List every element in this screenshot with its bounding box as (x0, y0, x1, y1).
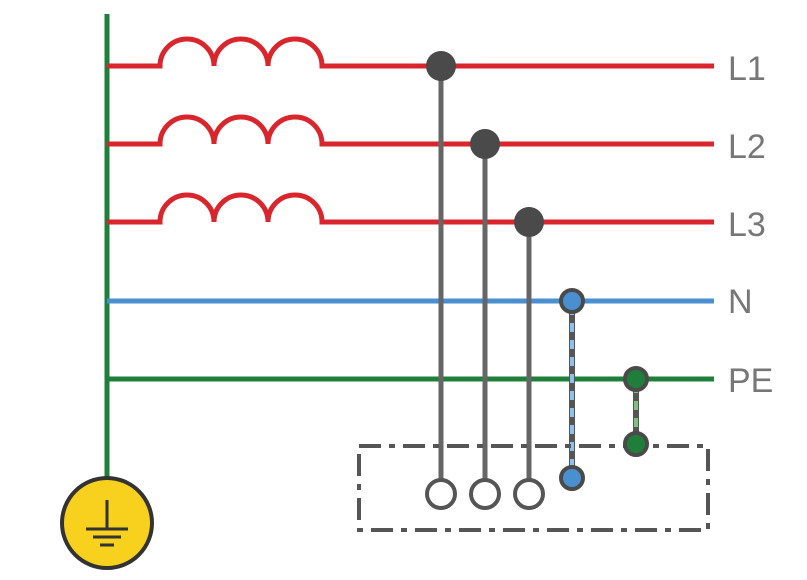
l2-conductor (107, 114, 714, 147)
n-label: N (728, 283, 753, 321)
device-enclosure (357, 444, 710, 532)
l3-label: L3 (728, 206, 766, 244)
n-terminal-node (559, 465, 585, 491)
pe-junction-node (623, 366, 649, 392)
l3-junction-node (514, 207, 544, 237)
l1-terminal (425, 478, 457, 510)
earth-ground-icon (60, 476, 154, 570)
l1-conductor (107, 36, 714, 69)
l2-terminal (469, 478, 501, 510)
l2-label: L2 (728, 128, 766, 166)
pe-label: PE (728, 362, 773, 400)
l2-junction-node (470, 129, 500, 159)
n-junction-node (559, 288, 585, 314)
l1-junction-node (426, 51, 456, 81)
l1-label: L1 (728, 50, 766, 88)
l3-conductor (107, 192, 714, 225)
pe-terminal-node (623, 431, 649, 457)
l3-terminal (513, 478, 545, 510)
